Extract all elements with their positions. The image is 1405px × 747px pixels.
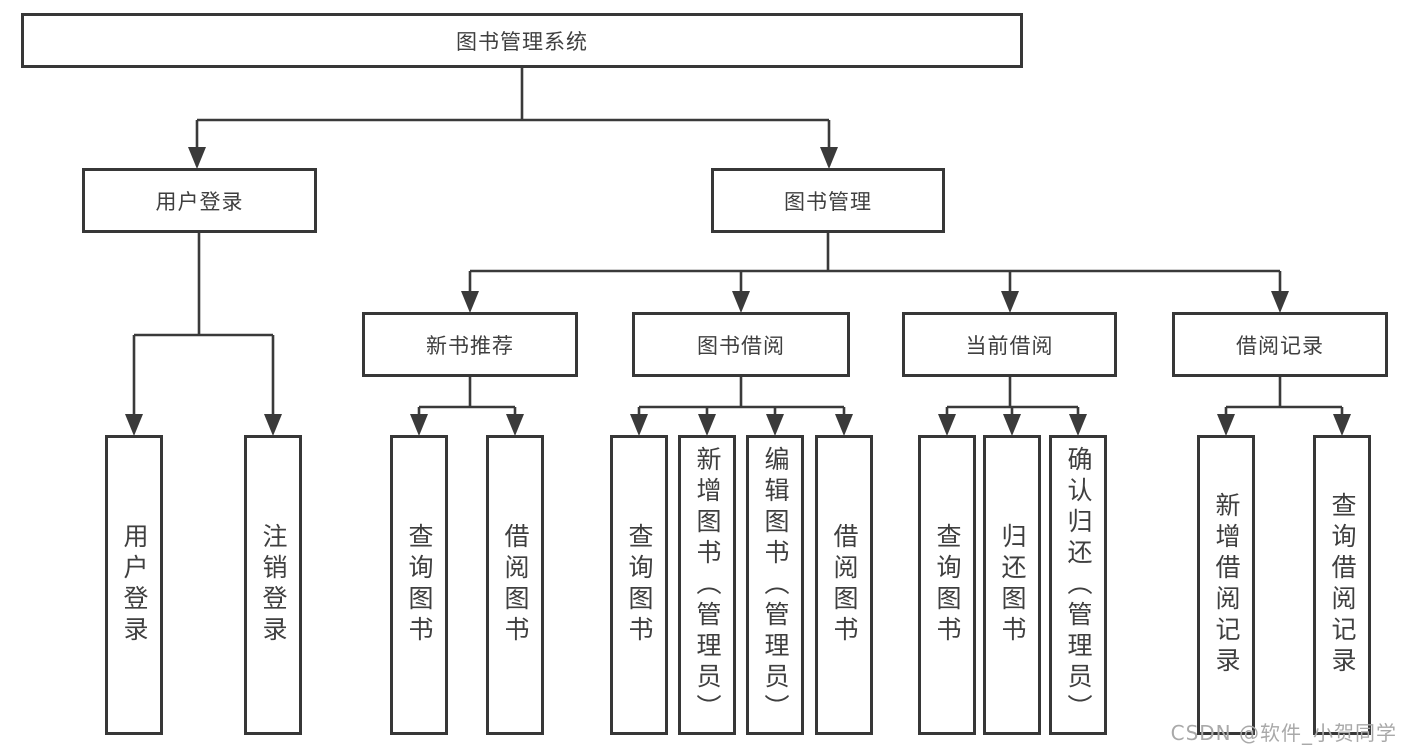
connector-root-to-level2 <box>195 68 831 166</box>
node-new-book-recommend: 新书推荐 <box>362 312 578 377</box>
node-root: 图书管理系统 <box>21 13 1023 68</box>
connector-login-to-leaves <box>132 233 275 431</box>
leaf-logout: 注销登录 <box>244 435 302 735</box>
leaf-records-query-record-label: 查询借阅记录 <box>1328 492 1357 678</box>
node-root-label: 图书管理系统 <box>456 29 588 54</box>
leaf-borrow-borrow-books: 借阅图书 <box>815 435 873 735</box>
node-book-borrow: 图书借阅 <box>632 312 850 377</box>
arrowheads <box>125 147 1351 436</box>
leaf-current-return-books: 归还图书 <box>983 435 1041 735</box>
leaf-current-query-books-label: 查询图书 <box>933 523 962 647</box>
node-user-login-label: 用户登录 <box>155 189 244 214</box>
node-book-management-label: 图书管理 <box>784 189 872 214</box>
leaf-borrow-edit-books-admin: 编辑图书（管理员） <box>746 435 804 735</box>
leaf-logout-label: 注销登录 <box>259 523 288 647</box>
node-user-login: 用户登录 <box>82 168 317 233</box>
leaf-records-add-record-label: 新增借阅记录 <box>1212 492 1241 678</box>
leaf-records-add-record: 新增借阅记录 <box>1197 435 1255 735</box>
node-current-borrow-label: 当前借阅 <box>965 333 1054 358</box>
leaf-recommend-query-books: 查询图书 <box>390 435 448 735</box>
node-current-borrow: 当前借阅 <box>902 312 1117 377</box>
node-borrow-records: 借阅记录 <box>1172 312 1388 377</box>
leaf-current-return-books-label: 归还图书 <box>998 523 1027 647</box>
leaf-borrow-query-books: 查询图书 <box>610 435 668 735</box>
node-new-book-recommend-label: 新书推荐 <box>426 333 514 358</box>
leaf-borrow-query-books-label: 查询图书 <box>625 523 654 647</box>
node-book-borrow-label: 图书借阅 <box>697 333 785 358</box>
connector-mgmt-to-level3 <box>468 233 1282 308</box>
leaf-current-confirm-return-admin-label: 确认归还（管理员） <box>1064 445 1093 725</box>
node-book-management: 图书管理 <box>711 168 945 233</box>
leaf-borrow-add-books-admin-label: 新增图书（管理员） <box>693 445 722 725</box>
leaf-recommend-borrow-books-label: 借阅图书 <box>501 523 530 647</box>
csdn-watermark: CSDN @软件_小贺同学 <box>1170 721 1397 745</box>
leaf-borrow-edit-books-admin-label: 编辑图书（管理员） <box>761 445 790 725</box>
connector-borrow-to-leaves <box>637 377 846 431</box>
leaf-borrow-borrow-books-label: 借阅图书 <box>830 523 859 647</box>
leaf-recommend-borrow-books: 借阅图书 <box>486 435 544 735</box>
leaf-current-confirm-return-admin: 确认归还（管理员） <box>1049 435 1107 735</box>
node-borrow-records-label: 借阅记录 <box>1236 333 1324 358</box>
leaf-recommend-query-books-label: 查询图书 <box>405 523 434 647</box>
leaf-user-login: 用户登录 <box>105 435 163 735</box>
connector-recommend-to-leaves <box>417 377 517 431</box>
leaf-current-query-books: 查询图书 <box>918 435 976 735</box>
leaf-records-query-record: 查询借阅记录 <box>1313 435 1371 735</box>
leaf-user-login-label: 用户登录 <box>120 523 149 647</box>
leaf-borrow-add-books-admin: 新增图书（管理员） <box>678 435 736 735</box>
connector-records-to-leaves <box>1224 377 1344 431</box>
